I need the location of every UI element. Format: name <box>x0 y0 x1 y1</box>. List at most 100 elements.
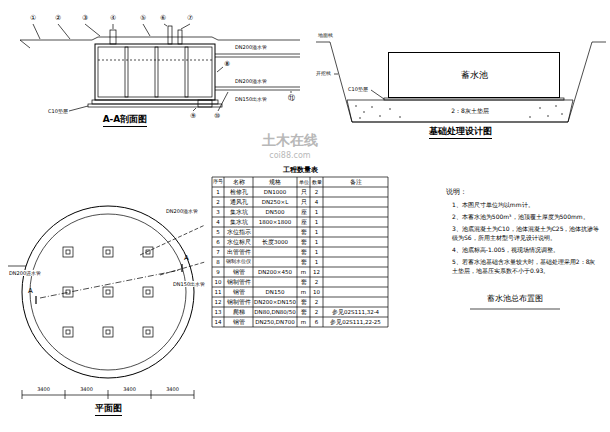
table-cell: 水位指示 <box>227 229 251 236</box>
table-header: 单位 <box>299 179 309 185</box>
table-cell: 套 <box>301 239 307 246</box>
table-cell: 参见02S111,32-4 <box>332 309 379 316</box>
table-cell: 座 <box>301 219 307 226</box>
dimension: 3400 <box>166 386 179 392</box>
table-cell: 1800×1800 <box>259 219 292 226</box>
table-cell: 钢制管件 <box>227 279 251 286</box>
callout-number: ⑧ <box>224 60 230 68</box>
table-cell: m <box>301 269 306 276</box>
line-label: 地面线 <box>318 32 333 38</box>
table-cell: 钢制管件 <box>227 299 251 306</box>
table-cell: 检修孔 <box>230 189 248 196</box>
table-cell: 2 <box>216 199 220 206</box>
table-cell: m <box>301 319 306 326</box>
table-cell: 9 <box>216 269 220 276</box>
table-cell: 套 <box>301 249 307 256</box>
table-cell: 2 <box>315 189 319 196</box>
note-text: 3、池底混凝土为C10，池体混凝土为C25，池体抗渗等级为S6，所用主材型号详见… <box>452 224 600 242</box>
table-cell: DN200×DN150 <box>254 299 296 306</box>
table-cell: 水位标尺 <box>227 239 251 246</box>
table-line <box>212 207 388 208</box>
pipe-label: DN200溢水管 <box>235 78 267 84</box>
table-title: 工程数量表 <box>283 166 318 174</box>
table-cell: 套 <box>301 309 307 316</box>
table-cell: 只 <box>301 189 307 196</box>
callout-number: ⑨ <box>190 112 196 120</box>
callout-number: ④ <box>110 14 116 22</box>
plan-view <box>8 206 205 399</box>
table-cell: 通风孔 <box>230 199 248 206</box>
table-line <box>212 227 388 228</box>
table-cell: 套 <box>301 279 307 286</box>
table-line <box>253 177 254 327</box>
table-cell: 出管管件 <box>227 249 251 256</box>
callout-number: ⑥ <box>160 14 166 22</box>
callout-number: ① <box>30 14 36 22</box>
table-cell: 只 <box>301 199 307 206</box>
view-title: 基础处理设计图 <box>429 126 492 139</box>
section-mark: A <box>28 287 33 295</box>
table-cell: 集水坑 <box>230 219 248 226</box>
view-title: A-A剖面图 <box>103 114 148 127</box>
table-line <box>212 277 388 278</box>
note-text: 1、本图尺寸单位均以mm计。 <box>452 200 600 209</box>
table-cell: 5 <box>216 229 220 236</box>
table-line <box>297 177 298 327</box>
line-label: 开挖线 <box>316 70 331 76</box>
table-cell: 2 <box>315 299 319 306</box>
table-cell: 1 <box>315 239 319 246</box>
table-cell: 套 <box>301 229 307 236</box>
watermark: 土木在线 <box>262 132 318 149</box>
callout-number: ⑤ <box>140 14 146 22</box>
table-line <box>212 237 388 238</box>
table-cell: 13 <box>215 309 222 316</box>
table-cell: 座 <box>301 209 307 216</box>
table-cell: 1 <box>315 209 319 216</box>
table-cell: DN80,DN80/50 <box>254 309 295 316</box>
section-view <box>20 24 300 111</box>
table-header: 数量 <box>312 179 322 185</box>
table-cell: 6 <box>216 239 220 246</box>
table-cell: 钢管 <box>233 269 245 276</box>
table-cell: 集水坑 <box>230 209 248 216</box>
table-line <box>212 267 388 268</box>
table-cell: 7 <box>216 249 220 256</box>
pipe-label: DN150出水管 <box>235 96 267 102</box>
table-cell: 2 <box>315 279 319 286</box>
table-cell: 8 <box>216 259 220 266</box>
table-cell: DN1000 <box>264 189 286 196</box>
dimension: 3400 <box>80 386 93 392</box>
table-cell: 11 <box>215 289 222 296</box>
table-line <box>212 287 388 288</box>
table-cell: 12 <box>313 269 320 276</box>
table-cell: 12 <box>215 299 222 306</box>
title-rule <box>470 309 560 310</box>
table-cell: 3 <box>216 209 220 216</box>
table-grid <box>212 177 388 327</box>
foundation-view <box>316 42 606 122</box>
table-cell: 4 <box>216 219 220 226</box>
table-line <box>212 217 388 218</box>
table-cell: 1 <box>315 229 319 236</box>
layer-label: 2：8灰土垫层 <box>451 107 489 114</box>
table-line <box>212 317 388 318</box>
table-line <box>212 297 388 298</box>
table-cell: DN250×L <box>262 199 289 206</box>
table-line <box>323 177 324 327</box>
table-cell: 2 <box>315 309 319 316</box>
tank-box: 蓄水池 <box>388 52 560 98</box>
layer-label: C10垫层 <box>48 108 68 114</box>
table-cell: 4 <box>315 199 319 206</box>
note-text: 5、若蓄水池基础含水量较大时，基础处理采用2：8灰土垫层，地基压实系数不小于0.… <box>452 257 600 275</box>
table-line <box>388 177 389 327</box>
table-header: 序号 <box>213 179 223 185</box>
note-heading: 说明： <box>446 188 467 196</box>
table-cell: 套 <box>301 299 307 306</box>
watermark: coi88.com <box>269 151 310 161</box>
table-cell: 爬梯 <box>233 309 245 316</box>
table-cell: 10 <box>215 279 222 286</box>
layer-label: C10垫层 <box>348 86 368 92</box>
table-line <box>212 197 388 198</box>
note-text: 4、池底标高-1.005，视现场情况调整。 <box>452 245 600 254</box>
callout-number: ⑩ <box>214 112 220 120</box>
